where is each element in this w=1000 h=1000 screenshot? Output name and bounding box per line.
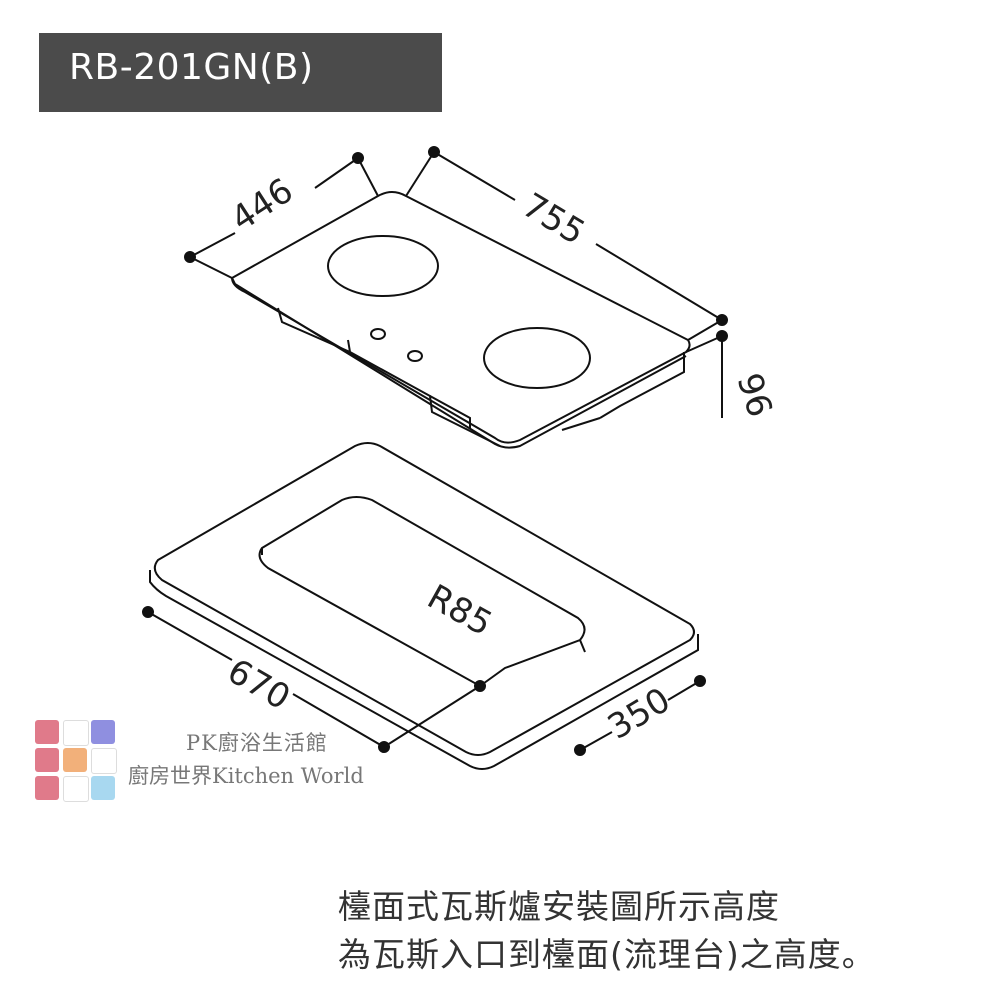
note-line-1: 檯面式瓦斯爐安裝圖所示高度 <box>338 887 780 926</box>
logo-tile <box>63 720 89 746</box>
dim-depth-label: 446 <box>224 171 300 240</box>
burner-left <box>327 235 439 297</box>
stove-dimension-lines <box>184 146 728 418</box>
countertop-dimension-lines <box>142 606 706 756</box>
stove-body <box>277 307 685 447</box>
dim-dot <box>428 146 440 158</box>
dim-height-label: 96 <box>728 368 779 422</box>
knob-left <box>370 328 386 340</box>
logo-tile <box>35 748 59 772</box>
stove-drawing <box>230 191 691 449</box>
dim-cutout-width-label: 670 <box>221 651 297 718</box>
countertop-drawing <box>149 442 699 770</box>
model-title: RB-201GN(B) <box>69 47 314 88</box>
note-line-2: 為瓦斯入口到檯面(流理台)之高度。 <box>338 935 876 974</box>
watermark-line-2: 廚房世界Kitchen World <box>128 764 364 788</box>
countertop-edge <box>149 570 699 770</box>
dim-dot <box>694 675 706 687</box>
dim-width-label: 755 <box>515 185 591 253</box>
model-header: RB-201GN(B) <box>39 33 442 112</box>
countertop-surface <box>153 442 695 756</box>
watermark-logo <box>35 720 117 802</box>
dim-dot <box>142 606 154 618</box>
logo-tile <box>35 776 59 800</box>
logo-tile <box>63 776 89 802</box>
countertop-cutout <box>258 496 586 688</box>
logo-tile <box>91 748 117 774</box>
dim-dot <box>352 152 364 164</box>
watermark-line-1: PK廚浴生活館 <box>186 731 328 755</box>
logo-tile <box>63 748 87 772</box>
dim-dot <box>574 744 586 756</box>
logo-tile <box>35 720 59 744</box>
dim-dot <box>474 680 486 692</box>
dim-dot <box>716 330 728 342</box>
dim-cutout-depth-label: 350 <box>601 680 677 748</box>
logo-tile <box>91 776 115 800</box>
logo-tile <box>91 720 115 744</box>
dim-dot <box>184 251 196 263</box>
dim-dot <box>716 314 728 326</box>
knob-right <box>407 350 423 362</box>
burner-right <box>483 327 591 389</box>
